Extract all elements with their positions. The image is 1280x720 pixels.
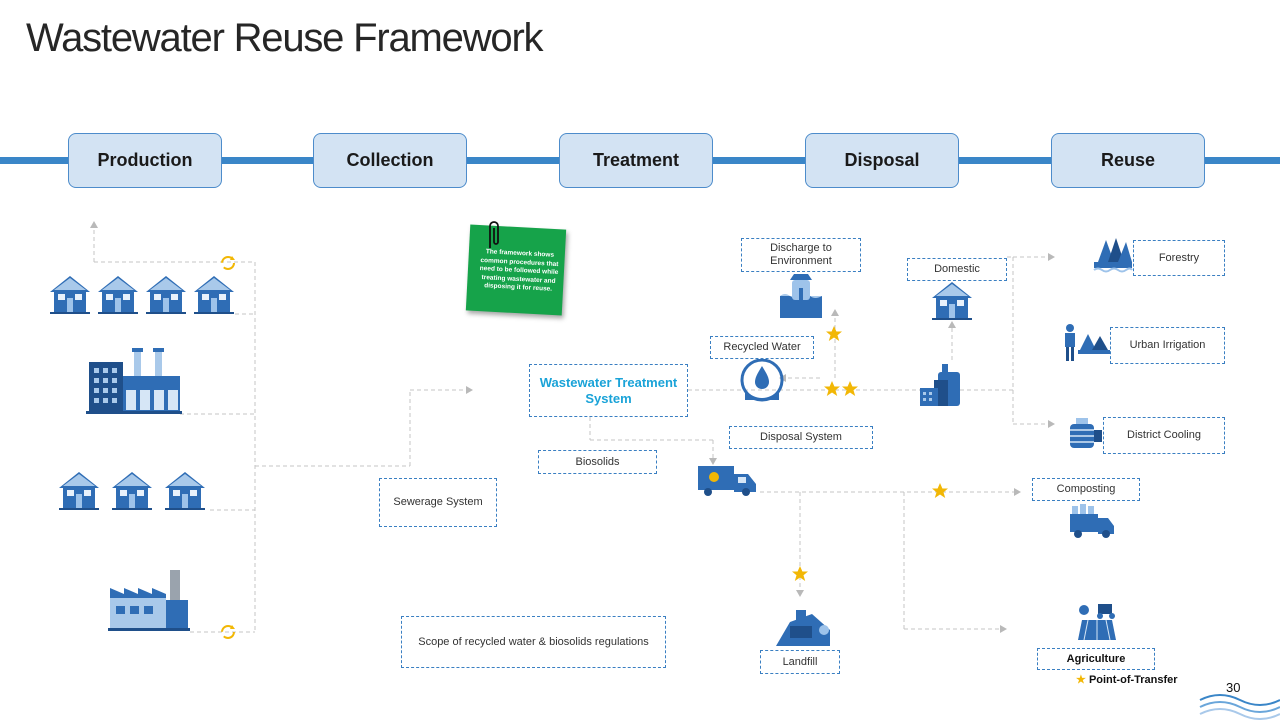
page-title: Wastewater Reuse Framework [26,16,544,60]
stage-collection: Collection [313,133,467,188]
box-disposal-system: Disposal System [729,426,873,449]
box-forestry: Forestry [1133,240,1225,276]
page-number: 30 [1226,680,1241,695]
box-district-cooling: District Cooling [1103,417,1225,454]
treatment-plant-icon [920,364,960,406]
waves-decoration [1199,694,1280,720]
house-icon [165,472,205,510]
forestry-icon [1093,238,1133,273]
box-recycled-water: Recycled Water [710,336,814,359]
industrial-plant-icon [108,570,190,631]
box-urban-irrigation: Urban Irrigation [1110,327,1225,364]
stage-treatment: Treatment [559,133,713,188]
legend-star-icon: ★ [1076,674,1086,686]
box-sewerage-system: Sewerage System [379,478,497,527]
house-icon [59,472,99,510]
legend-label: Point-of-Transfer [1088,674,1178,686]
house-icon [112,472,152,510]
discharge-environment-icon [780,274,822,318]
sticky-note-text: The framework shows common procedures th… [479,248,559,293]
legend: ★ Point-of-Transfer [1076,673,1178,686]
domestic-house-icon [932,282,972,320]
point-of-transfer-star-icon [932,483,948,498]
house-icon [194,276,234,314]
paperclip-icon [489,221,499,248]
agriculture-icon [1078,604,1116,641]
landfill-bulldozer-icon [776,610,830,646]
box-landfill: Landfill [760,650,840,674]
district-cooling-icon [1070,418,1102,448]
factory-icon [86,348,182,414]
box-wastewater-treatment-system: Wastewater Treatment System [529,364,688,417]
point-of-transfer-star-icon [824,381,840,396]
point-of-transfer-star-icon [842,381,858,396]
urban-irrigation-icon [1065,324,1110,361]
box-biosolids: Biosolids [538,450,657,474]
house-icon [50,276,90,314]
house-icon [98,276,138,314]
point-of-transfer-star-icon [826,326,842,341]
box-agriculture: Agriculture [1037,648,1155,670]
box-domestic: Domestic [907,258,1007,281]
recycled-water-icon [740,358,784,402]
waste-truck-icon [698,466,756,496]
house-icon [146,276,186,314]
stage-production: Production [68,133,222,188]
box-composting: Composting [1032,478,1140,501]
box-scope-regulations: Scope of recycled water & biosolids regu… [401,616,666,668]
stage-reuse: Reuse [1051,133,1205,188]
box-discharge-to-environment: Discharge to Environment [741,238,861,272]
stage-disposal: Disposal [805,133,959,188]
composting-truck-icon [1070,504,1114,538]
